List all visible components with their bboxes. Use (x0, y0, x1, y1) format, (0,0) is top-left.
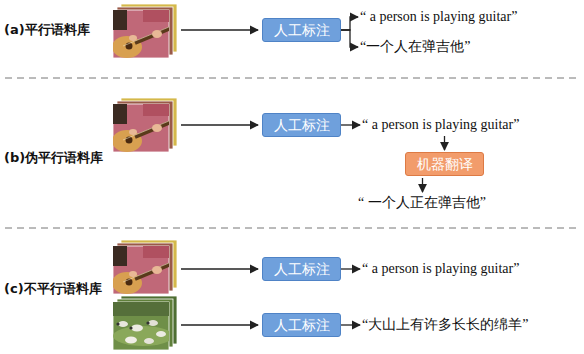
dashed-divider (5, 228, 579, 229)
connector-arrow (422, 178, 423, 192)
node-text: 人工标注 (274, 260, 330, 278)
node-text: “ 一个人正在弹吉他” (358, 194, 486, 212)
section-label: (b)伪平行语料库 (4, 150, 103, 166)
translate-box: 机器翻译 (405, 152, 484, 176)
connector-arrow (341, 268, 360, 269)
caption-text: “ a person is playing guitar” (362, 116, 521, 134)
node-text: 人工标注 (274, 116, 330, 134)
caption-text: “ a person is playing guitar” (360, 8, 519, 26)
process-box: 人工标注 (262, 257, 341, 281)
section-label: (a)平行语料库 (4, 22, 90, 38)
video-frames (113, 296, 177, 350)
node-text: 人工标注 (274, 316, 330, 334)
video-frames (112, 98, 177, 152)
node-text: 人工标注 (274, 21, 330, 39)
node-text: “大山上有许多长长的绵羊” (362, 316, 528, 334)
caption-text: “ a person is playing guitar” (362, 260, 521, 278)
video-frames (112, 4, 177, 58)
caption-text: “ 一个人正在弹吉他” (358, 194, 487, 212)
node-text: 机器翻译 (417, 155, 473, 173)
process-box: 人工标注 (262, 18, 341, 42)
connector-arrow (341, 324, 360, 325)
process-box: 人工标注 (262, 113, 341, 137)
caption-text: “一个人在弹吉他” (360, 38, 472, 56)
input-arrow (181, 268, 258, 269)
caption-text: “大山上有许多长长的绵羊” (362, 316, 530, 334)
section-label: (c)不平行语料库 (4, 281, 102, 297)
connector-arrow (341, 30, 358, 47)
dashed-divider (5, 78, 579, 79)
connector-arrow (444, 136, 445, 150)
connector-arrow (341, 124, 360, 125)
connector-arrow (341, 17, 358, 30)
node-text: “ a person is playing guitar” (360, 8, 517, 26)
node-text: “一个人在弹吉他” (360, 38, 470, 56)
node-text: “ a person is playing guitar” (362, 260, 519, 278)
process-box: 人工标注 (262, 313, 341, 337)
input-arrow (181, 29, 258, 30)
input-arrow (181, 124, 258, 125)
video-frames (112, 240, 177, 294)
input-arrow (181, 324, 258, 325)
node-text: “ a person is playing guitar” (362, 116, 519, 134)
